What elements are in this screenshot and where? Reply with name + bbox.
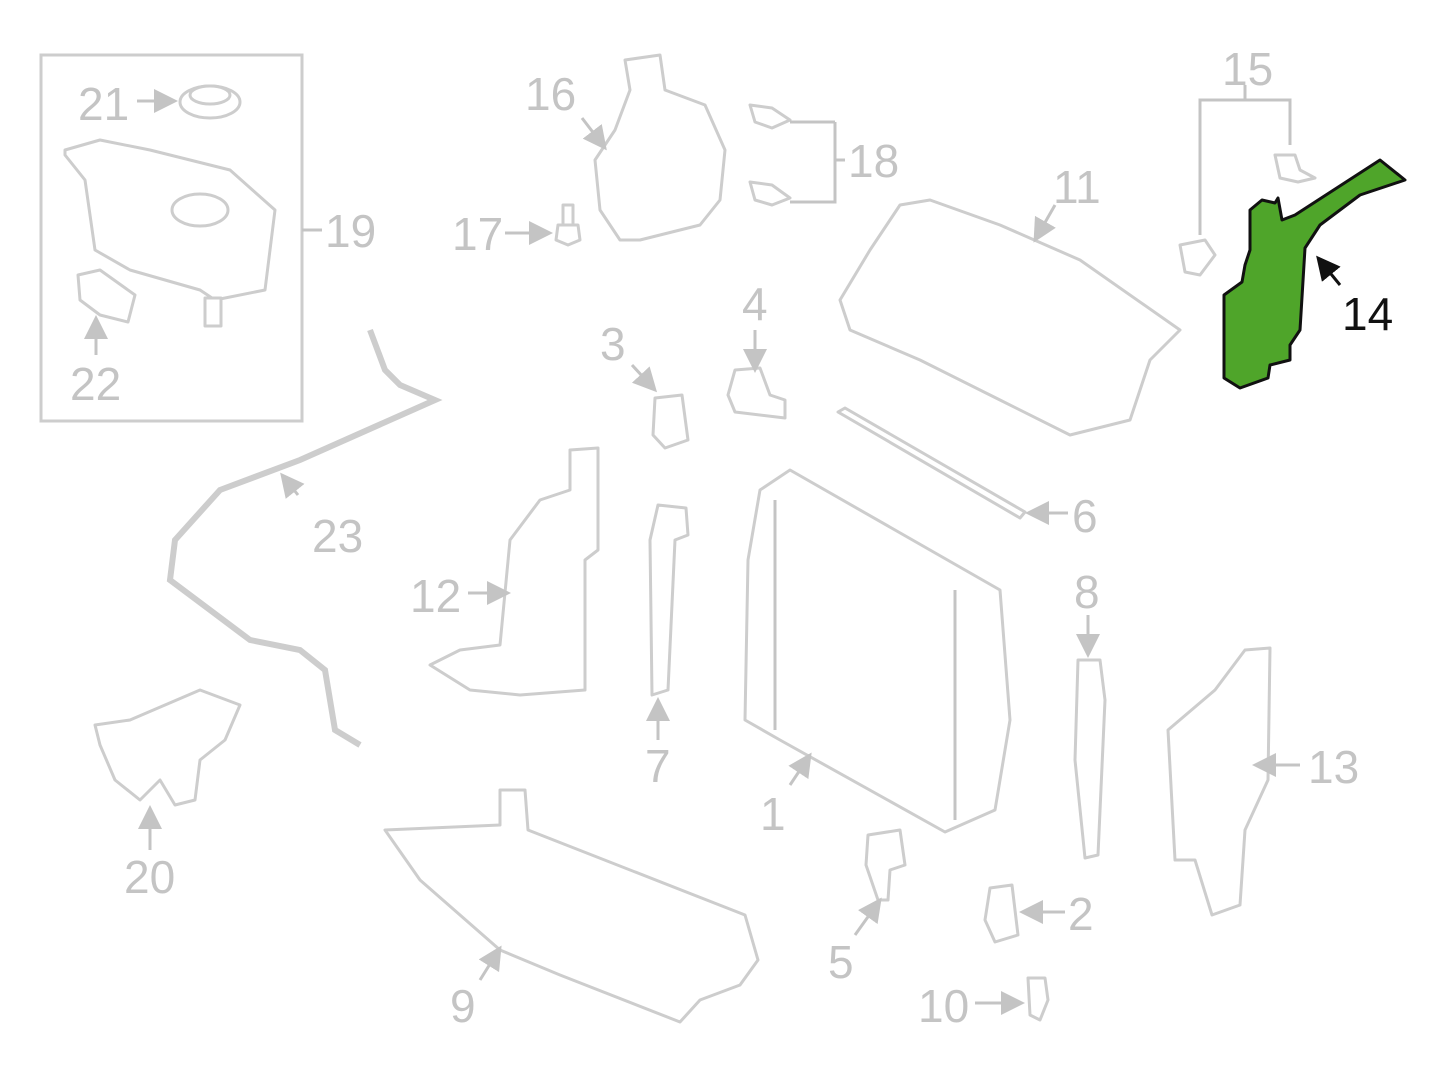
part-12-deflector[interactable] [428, 446, 600, 697]
callout-18: 18 [848, 135, 899, 187]
callout-9: 9 [450, 980, 476, 1032]
callout-22: 22 [70, 358, 121, 410]
group-box-19 [39, 53, 304, 423]
callout-8: 8 [1074, 566, 1100, 618]
callout-6: 6 [1072, 490, 1098, 542]
callout-1: 1 [760, 788, 786, 840]
callout-12: 12 [410, 570, 461, 622]
part-1-radiator[interactable] [743, 468, 1012, 834]
part-7-seal[interactable] [648, 503, 690, 697]
callout-15: 15 [1222, 43, 1273, 95]
part-23-hose[interactable] [166, 328, 443, 748]
part-16-bracket[interactable] [593, 53, 727, 242]
callout-13: 13 [1308, 741, 1359, 793]
callout-17: 17 [452, 208, 503, 260]
callout-5: 5 [828, 936, 854, 988]
part-3-block[interactable] [651, 393, 690, 450]
part-21-cap[interactable] [178, 84, 242, 120]
part-14-deflector-highlighted[interactable] [1222, 158, 1407, 390]
callout-16: 16 [525, 68, 576, 120]
callout-19: 19 [325, 205, 376, 257]
callout-14[interactable]: 14 [1342, 288, 1393, 340]
part-2-block[interactable] [983, 883, 1020, 944]
part-8-seal[interactable] [1073, 658, 1107, 860]
callout-2: 2 [1068, 888, 1094, 940]
part-22-sensor[interactable] [76, 268, 137, 324]
callout-10: 10 [918, 980, 969, 1032]
part-9-shield[interactable] [383, 788, 760, 1024]
part-10-pin[interactable] [1026, 976, 1050, 1022]
callout-11: 11 [1053, 161, 1101, 213]
callout-7: 7 [645, 740, 671, 792]
callout-20: 20 [124, 851, 175, 903]
callout-4: 4 [742, 278, 768, 330]
part-6-seal[interactable] [836, 406, 1027, 520]
part-20-bracket[interactable] [93, 688, 242, 807]
part-11-panel[interactable] [838, 198, 1182, 437]
part-13-deflector[interactable] [1166, 646, 1272, 917]
part-18-bolts[interactable] [748, 103, 792, 207]
callout-21: 21 [78, 78, 129, 130]
part-17-clip[interactable] [554, 203, 582, 247]
part-4-bracket[interactable] [726, 366, 787, 420]
callout-3: 3 [600, 318, 626, 370]
part-15-fasteners[interactable] [1178, 153, 1317, 277]
callout-23: 23 [312, 510, 363, 562]
part-5-bracket[interactable] [864, 828, 907, 902]
